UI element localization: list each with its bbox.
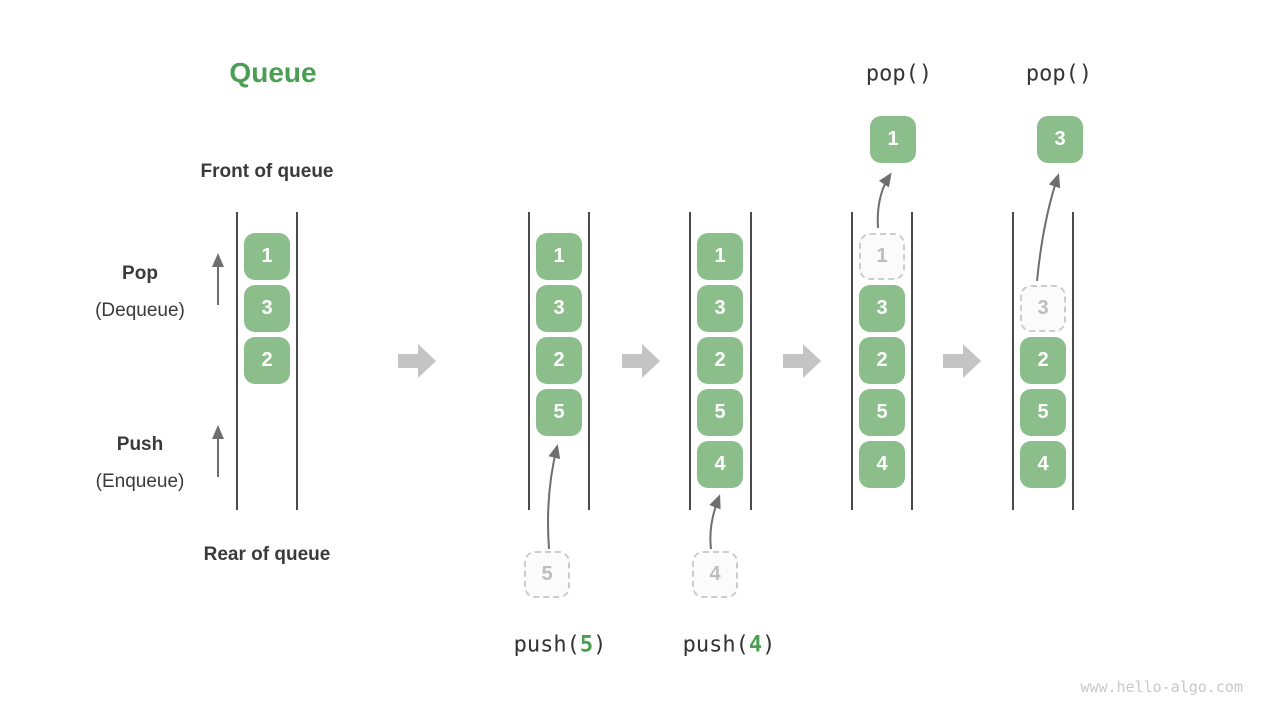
queue-item-solid: 3 — [859, 285, 905, 332]
push-call-prefix: push( — [682, 632, 749, 658]
queue-item-solid: 2 — [1020, 337, 1066, 384]
state-transition-arrows — [398, 344, 981, 378]
pop-3-arrow-icon — [1036, 173, 1061, 282]
queue-item-solid: 5 — [1020, 389, 1066, 436]
popped-item-3: 3 — [1037, 116, 1083, 163]
queue-walls — [236, 212, 1074, 510]
pop-sublabel: (Dequeue) — [95, 300, 185, 321]
push-call-suffix: ) — [593, 632, 607, 658]
queue-item-solid: 4 — [859, 441, 905, 488]
block-arrow-icon — [943, 344, 981, 378]
block-arrow-icon — [622, 344, 660, 378]
incoming-item-4: 4 — [692, 551, 738, 598]
queue-item-solid: 3 — [697, 285, 743, 332]
queue-item-solid: 1 — [536, 233, 582, 280]
incoming-item-5: 5 — [524, 551, 570, 598]
front-of-queue-label: Front of queue — [200, 161, 334, 182]
pop-operation-label-2: pop() — [1025, 61, 1093, 87]
push-label: Push — [116, 434, 164, 455]
push-call-prefix: push( — [513, 632, 580, 658]
pop-label: Pop — [122, 263, 158, 284]
queue-item-solid: 5 — [536, 389, 582, 436]
queue-item-solid: 1 — [697, 233, 743, 280]
queue-item-solid: 2 — [859, 337, 905, 384]
push-call-arg: 5 — [579, 632, 594, 658]
queue-item-solid: 2 — [244, 337, 290, 384]
diagram-title: Queue — [229, 57, 317, 88]
pop-operation-label-1: pop() — [865, 61, 933, 87]
queue-item-solid: 5 — [697, 389, 743, 436]
push-sublabel: (Enqueue) — [95, 471, 185, 492]
queue-item-solid: 4 — [1020, 441, 1066, 488]
queue-item-solid: 3 — [536, 285, 582, 332]
watermark: www.hello-algo.com — [1080, 678, 1243, 696]
push-5-arrow-icon — [547, 444, 561, 550]
queue-item-solid: 2 — [697, 337, 743, 384]
push-4-operation-label: push(4) — [683, 633, 776, 658]
push-4-arrow-icon — [709, 494, 721, 550]
queue-item-dashed: 3 — [1020, 285, 1066, 332]
queue-item-solid: 5 — [859, 389, 905, 436]
flow-arrows — [212, 172, 1061, 550]
popped-item-1: 1 — [870, 116, 916, 163]
queue-item-dashed: 1 — [859, 233, 905, 280]
queue-item-solid: 2 — [536, 337, 582, 384]
block-arrow-icon — [783, 344, 821, 378]
queue-item-solid: 3 — [244, 285, 290, 332]
rear-of-queue-label: Rear of queue — [203, 544, 331, 565]
push-call-arg: 4 — [748, 632, 763, 658]
queue-item-solid: 1 — [244, 233, 290, 280]
push-call-suffix: ) — [762, 632, 776, 658]
block-arrow-icon — [398, 344, 436, 378]
queue-item-solid: 4 — [697, 441, 743, 488]
push-5-operation-label: push(5) — [514, 633, 607, 658]
pop-1-arrow-icon — [876, 172, 892, 229]
